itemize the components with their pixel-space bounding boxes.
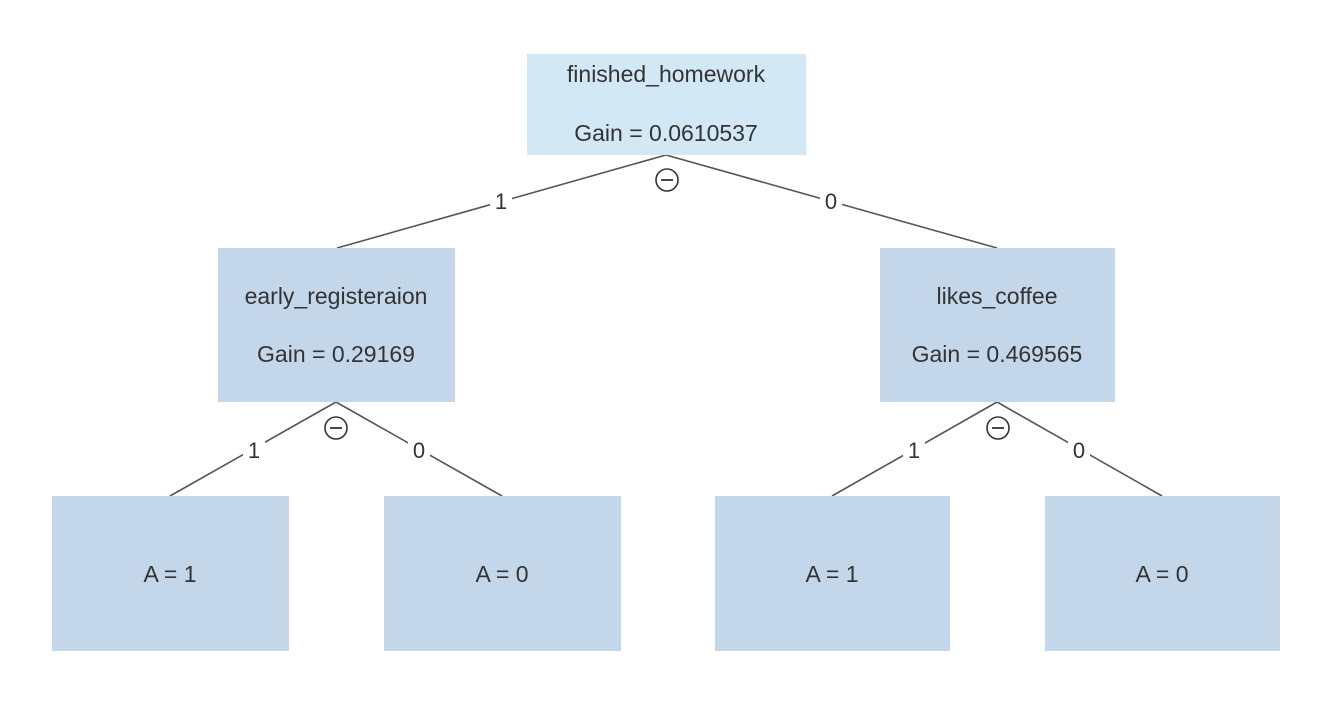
node-attribute: likes_coffee <box>936 283 1057 309</box>
tree-node-root[interactable]: finished_homework Gain = 0.0610537 <box>527 54 806 155</box>
edge-label-left-leaf1: 1 <box>243 437 265 463</box>
minus-circle-icon[interactable] <box>324 416 348 440</box>
leaf-value: A = 1 <box>805 561 858 587</box>
leaf-value: A = 1 <box>143 561 196 587</box>
minus-circle-icon[interactable] <box>986 416 1010 440</box>
leaf-value: A = 0 <box>1135 561 1188 587</box>
leaf-value: A = 0 <box>475 561 528 587</box>
node-attribute: finished_homework <box>567 61 766 87</box>
edge-label-left-leaf0: 0 <box>408 437 430 463</box>
edge-label-text: 1 <box>248 438 260 463</box>
tree-node-right[interactable]: likes_coffee Gain = 0.469565 <box>880 248 1115 402</box>
edge-label-root-left: 1 <box>490 188 512 214</box>
node-gain: Gain = 0.0610537 <box>574 120 758 146</box>
edge-label-root-right: 0 <box>820 188 842 214</box>
tree-leaf-right-0[interactable]: A = 0 <box>1045 496 1280 651</box>
minus-circle-icon[interactable] <box>655 168 679 192</box>
node-attribute: early_registeraion <box>245 283 428 309</box>
node-gain: Gain = 0.469565 <box>912 341 1083 367</box>
edge-label-right-leaf1: 1 <box>903 437 925 463</box>
edge-label-text: 0 <box>825 189 837 214</box>
tree-leaf-left-1[interactable]: A = 1 <box>52 496 289 651</box>
tree-leaf-left-0[interactable]: A = 0 <box>384 496 621 651</box>
tree-leaf-right-1[interactable]: A = 1 <box>715 496 950 651</box>
edge-label-text: 1 <box>908 438 920 463</box>
tree-node-left[interactable]: early_registeraion Gain = 0.29169 <box>218 248 455 402</box>
edge-label-right-leaf0: 0 <box>1068 437 1090 463</box>
edge-label-text: 1 <box>495 189 507 214</box>
edge-label-text: 0 <box>1073 438 1085 463</box>
edge-label-text: 0 <box>413 438 425 463</box>
node-gain: Gain = 0.29169 <box>257 341 415 367</box>
